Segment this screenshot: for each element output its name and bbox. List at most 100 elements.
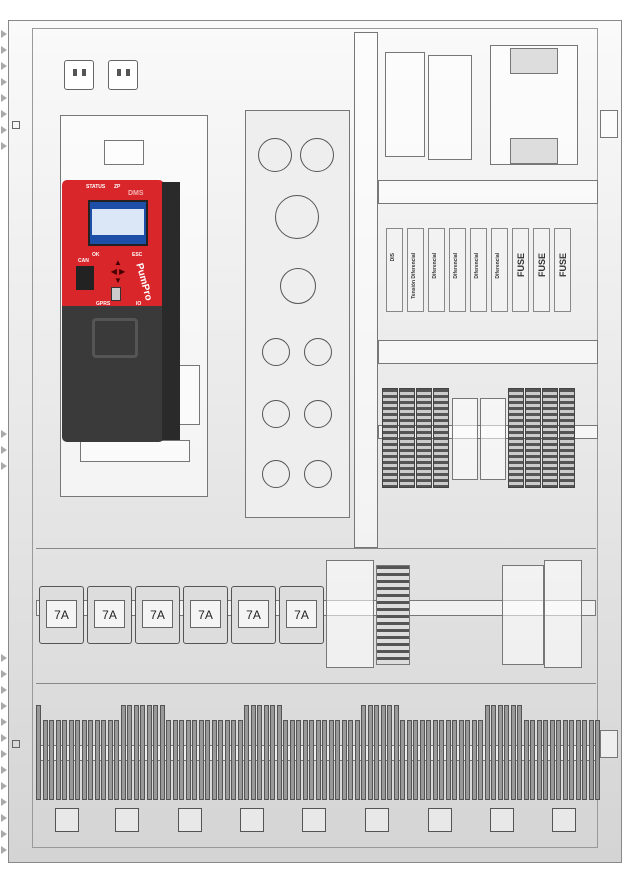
hinge-mark — [1, 110, 7, 118]
door-latch[interactable] — [600, 110, 618, 138]
fuse-holder[interactable]: 7A — [231, 586, 276, 644]
fuse-rating: 7A — [142, 600, 173, 628]
transformer-coil — [510, 48, 558, 74]
terminal-block — [94, 720, 100, 800]
terminal-block — [172, 720, 178, 800]
terminal-block — [36, 705, 41, 800]
terminal-block — [595, 720, 600, 800]
circuit-breaker[interactable]: FUSE — [533, 228, 550, 312]
terminal-block — [426, 720, 431, 800]
terminal-block — [49, 720, 54, 800]
terminal-block — [42, 720, 48, 800]
hinge-mark — [1, 654, 7, 662]
can-port[interactable] — [76, 266, 94, 290]
hinge-mark — [1, 798, 7, 806]
hinge-mark — [1, 46, 7, 54]
terminal-block — [413, 720, 418, 800]
fuse-holder[interactable]: 7A — [135, 586, 180, 644]
relay-module — [544, 560, 582, 668]
fuse-rating: 7A — [46, 600, 77, 628]
emergency-stop-button[interactable] — [275, 195, 319, 239]
terminal-block — [536, 720, 542, 800]
status-label: STATUS — [86, 184, 106, 190]
terminal-block — [523, 720, 529, 800]
hinge-mark — [1, 430, 7, 438]
breaker-label: Diferencial — [495, 253, 501, 279]
terminal-block — [302, 720, 308, 800]
terminal-block — [419, 720, 425, 800]
push-button[interactable] — [304, 400, 332, 428]
terminal-block — [127, 705, 132, 800]
terminal-block — [504, 705, 509, 800]
navigation-keypad[interactable]: ▲◀ ▶▼ — [110, 258, 126, 285]
breaker-label: Diferencial — [432, 253, 438, 279]
circuit-breaker[interactable]: Diferencial — [428, 228, 445, 312]
terminal-block — [322, 720, 327, 800]
fuse-holder[interactable]: 7A — [87, 586, 132, 644]
circuit-breaker[interactable]: DIS — [386, 228, 403, 312]
contactor — [376, 565, 410, 665]
relay — [542, 388, 558, 488]
circuit-breaker[interactable]: Tensión Diferencial — [407, 228, 424, 312]
cable-gland — [365, 808, 389, 832]
breaker-label: Tensión Diferencial — [411, 253, 417, 299]
terminal-block — [146, 705, 152, 800]
circuit-breaker[interactable]: FUSE — [512, 228, 529, 312]
fuse-holder[interactable]: 7A — [279, 586, 324, 644]
circuit-breaker[interactable]: Diferencial — [491, 228, 508, 312]
terminal-block — [114, 720, 119, 800]
circuit-breaker[interactable]: Diferencial — [449, 228, 466, 312]
terminal-block — [484, 705, 490, 800]
cable-gland — [178, 808, 202, 832]
relay — [433, 388, 449, 488]
terminal-block — [354, 720, 360, 800]
terminal-block — [81, 720, 87, 800]
terminal-block — [296, 720, 301, 800]
terminal-block — [198, 720, 204, 800]
terminal-block — [562, 720, 568, 800]
terminal-block — [465, 720, 470, 800]
din-divider — [36, 548, 596, 549]
terminal-block — [575, 720, 581, 800]
terminal-block — [328, 720, 334, 800]
terminal-block — [543, 720, 548, 800]
fuse-rating: 7A — [190, 600, 221, 628]
cable-gland — [552, 808, 576, 832]
terminal-block — [244, 705, 249, 800]
terminal-block — [452, 720, 457, 800]
key-switch[interactable] — [262, 400, 290, 428]
power-supply — [502, 565, 544, 665]
power-outlet — [64, 60, 94, 90]
can-label: CAN — [78, 258, 89, 264]
terminal-block — [478, 720, 483, 800]
door-latch[interactable] — [600, 730, 618, 758]
fuse-holder[interactable]: 7A — [39, 586, 84, 644]
breaker-label: FUSE — [516, 253, 526, 278]
terminal-block — [400, 720, 405, 800]
terminal-module — [480, 398, 506, 480]
hinge-mark — [1, 782, 7, 790]
usb-port[interactable] — [111, 287, 121, 301]
push-button[interactable] — [304, 460, 332, 488]
terminal-block — [159, 705, 165, 800]
terminal-block — [348, 720, 353, 800]
controller-display — [88, 200, 148, 246]
power-outlet — [108, 60, 138, 90]
selector-switch[interactable] — [280, 268, 316, 304]
push-button[interactable] — [304, 338, 332, 366]
relay — [416, 388, 432, 488]
pump-controller-base — [62, 306, 164, 442]
cable-gland — [490, 808, 514, 832]
terminal-block — [283, 720, 288, 800]
terminal-block — [133, 705, 139, 800]
fuse-holder[interactable]: 7A — [183, 586, 228, 644]
terminal-block — [224, 720, 230, 800]
relay — [559, 388, 575, 488]
terminal-block — [276, 705, 282, 800]
terminal-block — [270, 705, 275, 800]
key-switch[interactable] — [262, 338, 290, 366]
circuit-breaker[interactable]: FUSE — [554, 228, 571, 312]
push-button[interactable] — [262, 460, 290, 488]
terminal-block — [556, 720, 561, 800]
circuit-breaker[interactable]: Diferencial — [470, 228, 487, 312]
